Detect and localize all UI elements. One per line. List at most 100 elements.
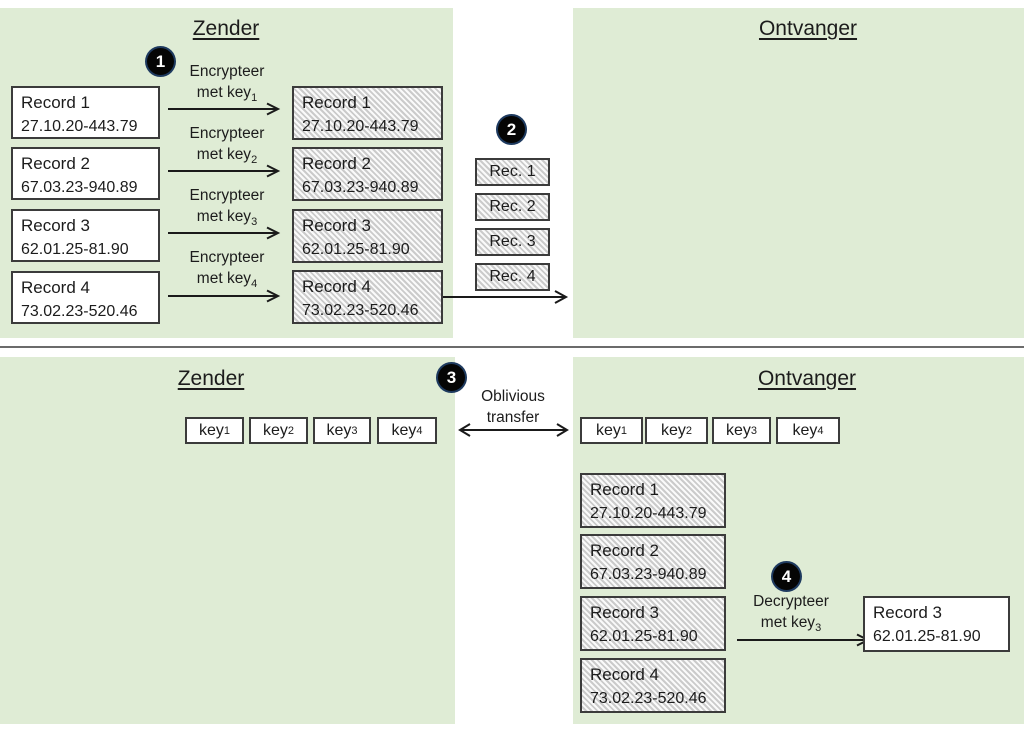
step-1-badge: 1 [147,48,174,75]
record-value: 67.03.23-940.89 [302,179,419,196]
record-title: Record 4 [302,277,371,296]
record-title: Record 1 [21,93,90,112]
transfer-chip-1: Rec. 1 [475,158,550,186]
key-label: key [725,421,751,439]
record-value: 73.02.23-520.46 [590,690,707,707]
encrypt-action: Encrypteer [189,63,265,80]
key-label: key [391,421,417,439]
key-label: key [326,421,352,439]
record-value: 62.01.25-81.90 [590,628,698,645]
key-label: key [792,421,818,439]
encrypt-key: met key [196,208,252,225]
key-label: key [262,421,288,439]
panel-sender-bottom [0,357,455,724]
encrypt-label-2: Encrypteer met key2 [162,123,292,167]
receiver-record-2: Record 2 67.03.23-940.89 [580,534,726,589]
plain-record-2: Record 2 67.03.23-940.89 [11,147,160,200]
panel-receiver-top [573,8,1024,338]
receiver-record-4: Record 4 73.02.23-520.46 [580,658,726,713]
record-value: 62.01.25-81.90 [21,241,129,258]
record-title: Record 3 [873,603,942,622]
key-subscript: 4 [251,278,258,291]
record-title: Record 2 [302,154,371,173]
decrypt-action: Decrypteer [753,593,829,610]
transfer-chip-4: Rec. 4 [475,263,550,291]
key-label: key [660,421,686,439]
record-value: 73.02.23-520.46 [302,302,419,319]
encrypt-arrow-2 [168,164,281,178]
record-title: Record 4 [590,665,659,684]
title-sender-bottom: Zender [177,367,245,390]
encrypted-record-4: Record 4 73.02.23-520.46 [292,270,443,324]
oblivious-line2: transfer [486,409,540,426]
record-title: Record 4 [21,278,90,297]
receiver-record-3: Record 3 62.01.25-81.90 [580,596,726,651]
receiver-record-1: Record 1 27.10.20-443.79 [580,473,726,528]
transfer-chip-3: Rec. 3 [475,228,550,256]
key-label: key [595,421,621,439]
encrypted-record-1: Record 1 27.10.20-443.79 [292,86,443,140]
record-value: 27.10.20-443.79 [21,118,138,135]
record-title: Record 3 [590,603,659,622]
record-title: Record 2 [21,154,90,173]
record-title: Record 3 [302,216,371,235]
encrypt-key: met key [196,84,252,101]
decrypt-key: met key [760,614,816,631]
record-title: Record 2 [590,541,659,560]
step-4-badge: 4 [773,563,800,590]
decrypted-record: Record 3 62.01.25-81.90 [863,596,1010,652]
encrypt-key: met key [196,146,252,163]
record-value: 27.10.20-443.79 [590,505,707,522]
title-sender-top: Zender [192,17,260,40]
record-value: 62.01.25-81.90 [873,628,981,645]
title-receiver-bottom: Ontvanger [757,367,857,390]
encrypt-arrow-1 [168,102,281,116]
title-receiver-top: Ontvanger [758,17,858,40]
encrypt-arrow-4 [168,289,281,303]
plain-record-3: Record 3 62.01.25-81.90 [11,209,160,262]
oblivious-transfer-arrow [458,423,569,437]
key-label: key [198,421,224,439]
key-subscript: 2 [251,154,258,167]
encrypt-label-4: Encrypteer met key4 [162,247,292,291]
record-value: 67.03.23-940.89 [21,179,138,196]
decrypt-arrow [737,633,871,647]
record-value: 62.01.25-81.90 [302,241,410,258]
encrypt-action: Encrypteer [189,125,265,142]
send-records-arrow [443,290,569,304]
encrypt-action: Encrypteer [189,187,265,204]
key-subscript: 1 [251,92,258,105]
plain-record-1: Record 1 27.10.20-443.79 [11,86,160,139]
step-2-badge: 2 [498,116,525,143]
encrypted-record-2: Record 2 67.03.23-940.89 [292,147,443,201]
oblivious-line1: Oblivious [481,388,545,405]
record-title: Record 1 [590,480,659,499]
record-value: 27.10.20-443.79 [302,118,419,135]
decrypt-label: Decrypteer met key3 [726,591,856,635]
record-value: 67.03.23-940.89 [590,566,707,583]
record-title: Record 3 [21,216,90,235]
encrypt-action: Encrypteer [189,249,265,266]
encrypt-arrow-3 [168,226,281,240]
key-subscript: 3 [251,216,258,229]
transfer-chip-2: Rec. 2 [475,193,550,221]
encrypted-record-3: Record 3 62.01.25-81.90 [292,209,443,263]
plain-record-4: Record 4 73.02.23-520.46 [11,271,160,324]
encrypt-key: met key [196,270,252,287]
record-value: 73.02.23-520.46 [21,303,138,320]
step-3-badge: 3 [438,364,465,391]
oblivious-transfer-label: Oblivious transfer [448,386,578,428]
encrypt-label-1: Encrypteer met key1 [162,61,292,105]
section-divider [0,346,1024,348]
key-subscript: 3 [815,622,822,635]
record-title: Record 1 [302,93,371,112]
